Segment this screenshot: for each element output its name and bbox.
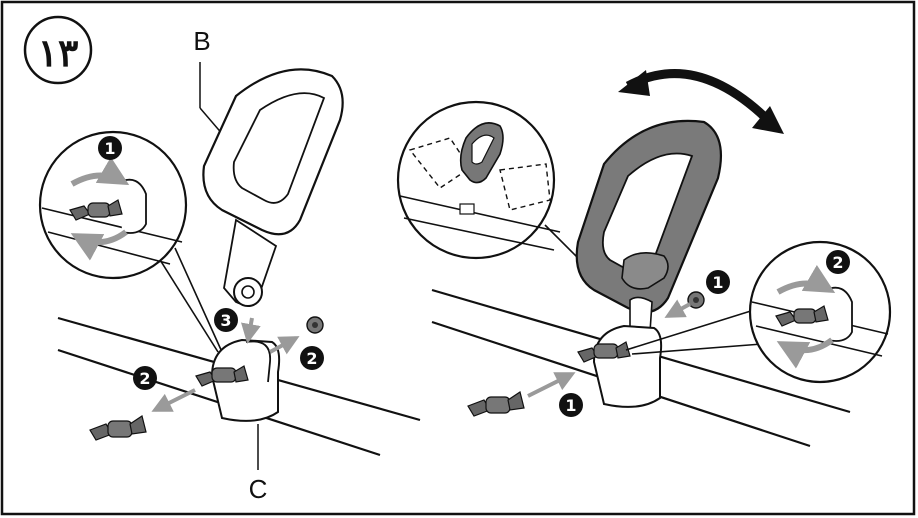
rotate-icon bbox=[776, 264, 836, 369]
motion-arrows-right bbox=[527, 299, 691, 398]
wing-knob-icon bbox=[775, 305, 829, 327]
wing-knob-icon bbox=[467, 391, 525, 417]
hex-nut-icon bbox=[687, 291, 705, 309]
hex-nut-icon bbox=[306, 316, 324, 334]
handle-b: B bbox=[193, 26, 344, 307]
wing-knob-icon bbox=[577, 341, 631, 363]
step-badge: ١٣ bbox=[23, 15, 93, 85]
svg-text:2: 2 bbox=[139, 369, 150, 388]
svg-text:1: 1 bbox=[104, 139, 115, 158]
svg-text:C: C bbox=[249, 474, 268, 504]
wing-knob-icon bbox=[69, 199, 123, 221]
callout-badge: 2 bbox=[826, 250, 850, 274]
svg-text:B: B bbox=[193, 26, 210, 56]
clamp-right bbox=[577, 324, 663, 408]
wing-knob-icon bbox=[195, 365, 249, 387]
wing-knob-icon bbox=[89, 415, 147, 441]
callout-badge: 2 bbox=[300, 346, 324, 370]
svg-text:3: 3 bbox=[220, 311, 231, 330]
motion-arrows-left bbox=[151, 317, 300, 412]
callout-badge: 1 bbox=[98, 136, 122, 160]
right-zoom-circle-top bbox=[396, 100, 589, 269]
svg-text:2: 2 bbox=[832, 253, 843, 272]
rotate-icon bbox=[618, 69, 784, 134]
svg-text:2: 2 bbox=[306, 349, 317, 368]
clamp-c: C bbox=[195, 338, 281, 504]
callout-badge: 3 bbox=[214, 308, 238, 332]
svg-text:1: 1 bbox=[565, 396, 576, 415]
callout-badge: 1 bbox=[559, 393, 583, 417]
callout-badge: 2 bbox=[133, 366, 157, 390]
svg-text:1: 1 bbox=[712, 273, 723, 292]
handle-dark bbox=[575, 119, 722, 338]
right-zoom-circle-bottom: 2 bbox=[625, 240, 892, 384]
rotate-icon bbox=[70, 156, 130, 261]
callout-badge: 1 bbox=[706, 270, 730, 294]
left-zoom-circle: 1 bbox=[38, 130, 223, 353]
step-number: ١٣ bbox=[38, 33, 79, 75]
